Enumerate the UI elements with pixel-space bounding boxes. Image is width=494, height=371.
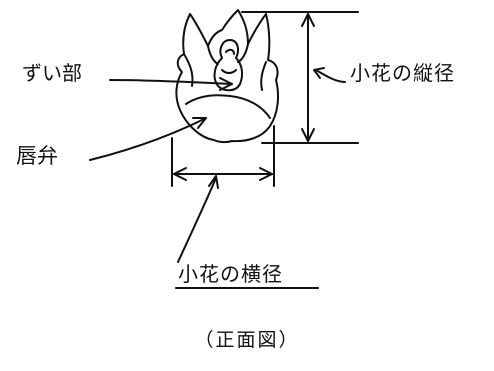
floret-horizontal-diameter-label: 小花の横径: [178, 262, 283, 286]
yoko-leader: [177, 177, 217, 263]
column-detail: [225, 48, 235, 55]
tate-arrow-top: [301, 13, 315, 27]
shinben-leader-arrow: [192, 117, 207, 129]
anther-part-label: ずい部: [22, 61, 82, 85]
lip-label: 唇弁: [16, 144, 58, 168]
tate-leader-arrow: [313, 67, 325, 79]
shinben-leader: [89, 117, 207, 161]
yoko-arrow-left: [173, 167, 187, 181]
figure-caption: （正面図）: [194, 329, 300, 351]
tate-arrow-bottom: [301, 128, 315, 142]
inner-lobe: [207, 45, 219, 65]
inner-lobe: [237, 43, 249, 63]
flower-outline: [175, 9, 279, 144]
column-detail: [221, 69, 237, 74]
zui-leader: [109, 79, 233, 85]
lip-curve: [185, 94, 271, 119]
tate-leader: [315, 69, 346, 83]
yoko-arrow-right: [259, 167, 273, 181]
zui-leader-arrow: [219, 77, 233, 91]
right-petal-fold: [260, 61, 267, 91]
yoko-leader-arrow: [208, 175, 219, 189]
floret-vertical-diameter-label: 小花の縦径: [350, 61, 455, 85]
